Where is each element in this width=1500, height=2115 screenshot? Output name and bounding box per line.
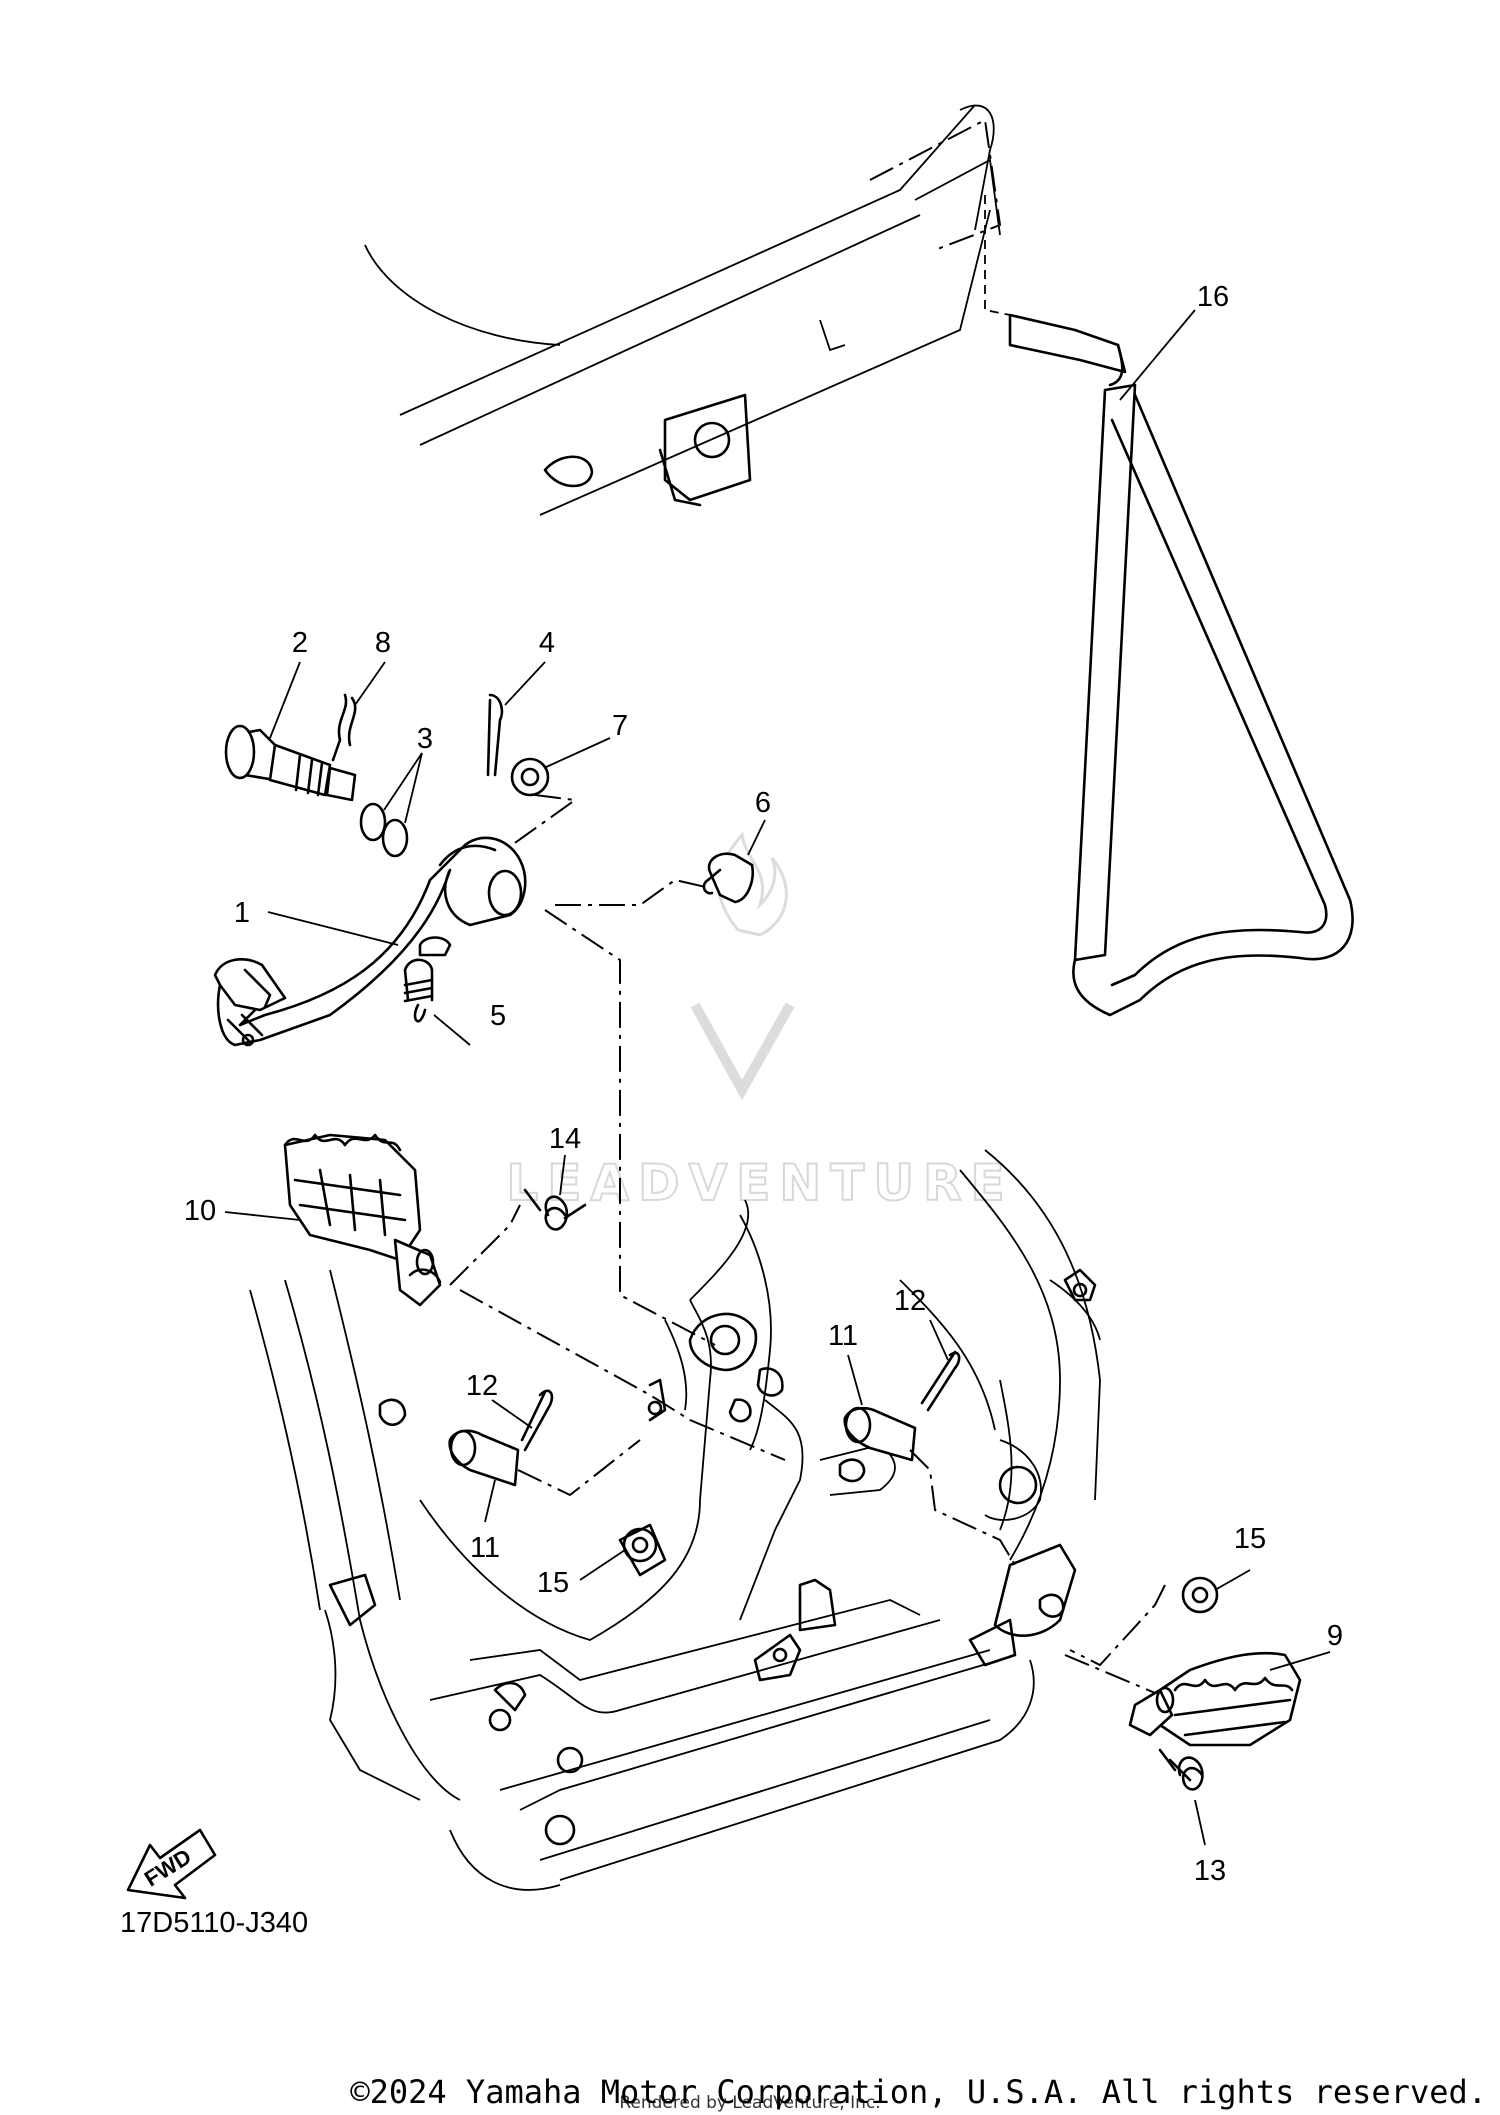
callout-2: 2 — [292, 627, 308, 659]
callout-11a: 11 — [470, 1532, 500, 1564]
copyright-notice: ©2024 Yamaha Motor Corporation, U.S.A. A… — [350, 2073, 1487, 2111]
watermark: LEADVENTURE — [505, 831, 1013, 1213]
callout-12b: 12 — [894, 1285, 926, 1317]
callout-13: 13 — [1194, 1855, 1226, 1887]
footrest-pins-left — [448, 1289, 786, 1577]
rear-frame-outline — [364, 104, 1002, 516]
callout-7: 7 — [612, 710, 628, 742]
callout-14: 14 — [549, 1123, 581, 1155]
callout-4: 4 — [539, 627, 555, 659]
callout-labels: 1 2 3 4 5 6 7 8 9 10 11 11 12 12 13 14 1… — [184, 281, 1343, 1887]
leader-lines — [224, 309, 1331, 1846]
footrest-pins-right — [843, 1350, 1219, 1667]
brake-pedal-assembly — [213, 693, 754, 1346]
right-footrest — [1064, 1651, 1302, 1791]
left-footrest — [283, 1133, 587, 1307]
sidestand — [984, 195, 1354, 1017]
callout-16: 16 — [1197, 281, 1229, 313]
diagram-code: 17D5110-J340 — [120, 1907, 308, 1939]
fwd-arrow-icon: FWD — [126, 1828, 217, 1900]
callout-11b: 11 — [828, 1320, 858, 1352]
rendered-by: Rendered by LeadVenture, Inc. — [619, 2093, 880, 2113]
callout-9: 9 — [1327, 1620, 1343, 1652]
watermark-text: LEADVENTURE — [506, 1154, 1013, 1212]
callout-3: 3 — [417, 723, 433, 755]
callout-8: 8 — [375, 627, 391, 659]
callout-1: 1 — [234, 897, 250, 929]
callout-10: 10 — [184, 1195, 216, 1227]
callout-15b: 15 — [1234, 1523, 1266, 1555]
main-frame-outline — [249, 1149, 1101, 1891]
callout-12a: 12 — [466, 1370, 498, 1402]
callout-15a: 15 — [537, 1567, 569, 1599]
callout-5: 5 — [490, 1000, 506, 1032]
callout-6: 6 — [755, 787, 771, 819]
